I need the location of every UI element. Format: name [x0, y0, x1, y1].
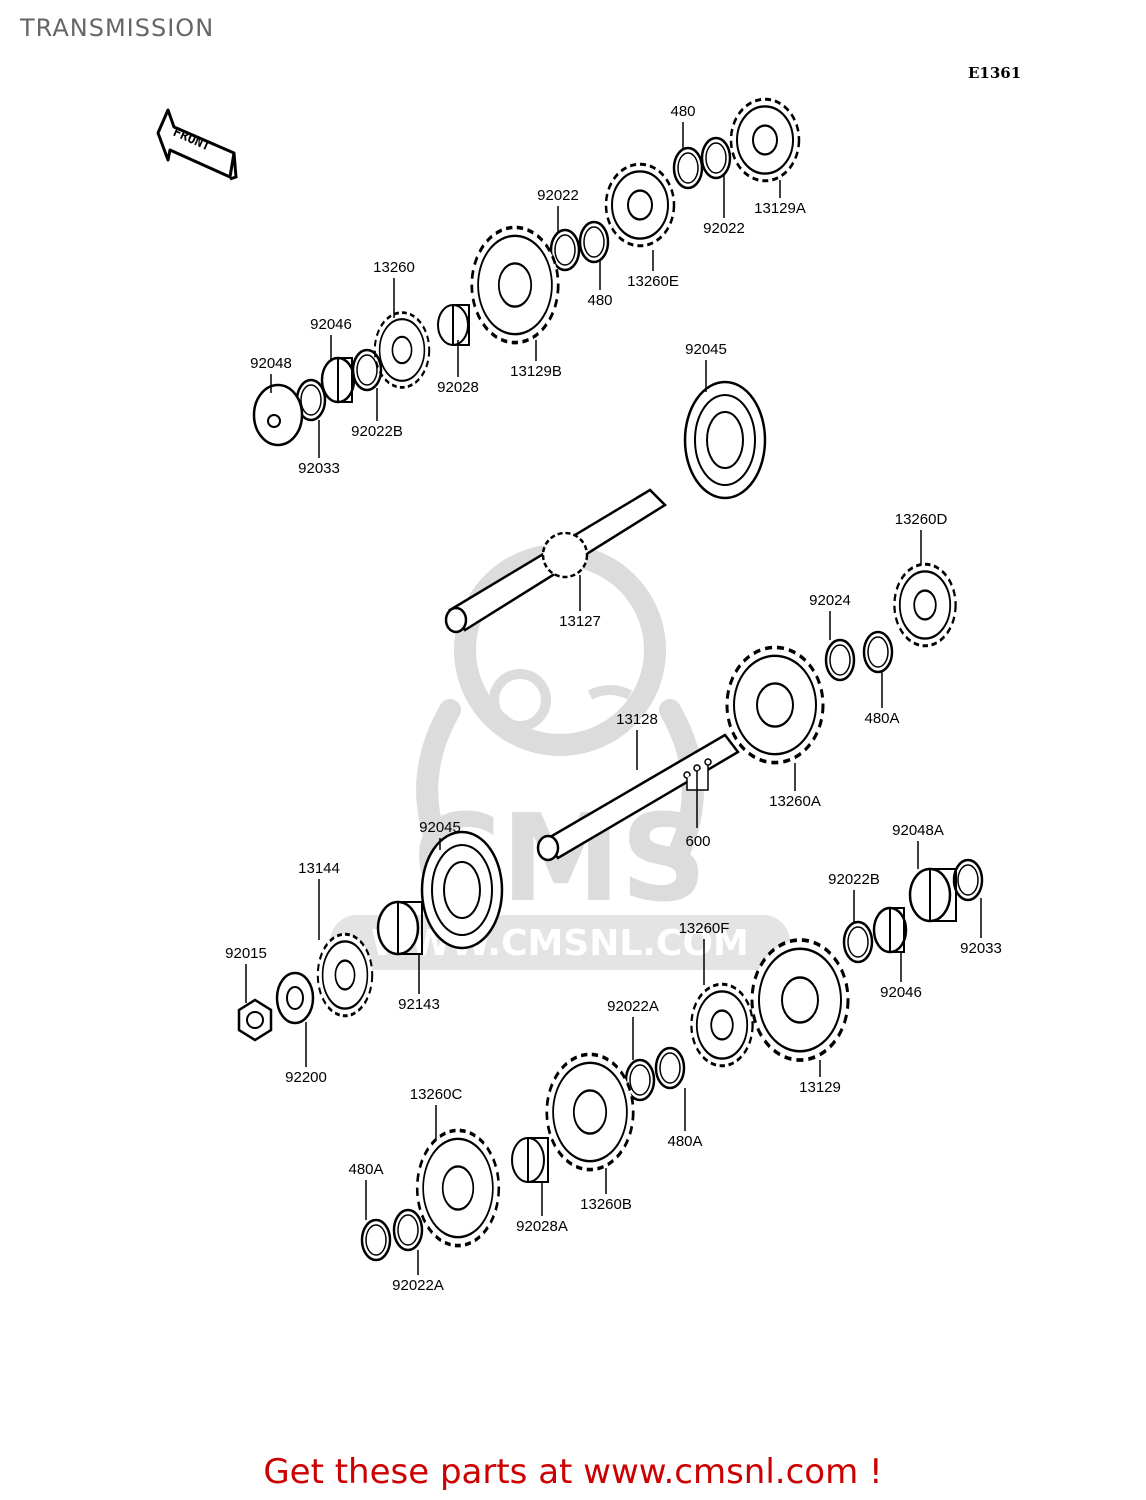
part-label-92045[interactable]: 92045 — [685, 341, 727, 358]
part-label-92028A[interactable]: 92028A — [516, 1218, 568, 1235]
part-label-92015[interactable]: 92015 — [225, 945, 267, 962]
bearing-92045-top — [683, 380, 767, 500]
part-label-13260C[interactable]: 13260C — [409, 1086, 463, 1103]
circlip-480-top — [672, 146, 704, 190]
gear-13129 — [750, 938, 850, 1062]
part-label-92022A[interactable]: 92022A — [392, 1277, 444, 1294]
bearing-92045-bottom — [420, 830, 504, 950]
part-label-92046[interactable]: 92046 — [880, 984, 922, 1001]
part-label-92024[interactable]: 92024 — [809, 592, 851, 609]
washer-92022-top-right — [700, 136, 732, 180]
gear-13260A — [725, 645, 825, 765]
bush-92028 — [437, 304, 470, 346]
part-label-13144[interactable]: 13144 — [298, 860, 340, 877]
part-label-92048A[interactable]: 92048A — [892, 822, 944, 839]
part-label-92022B[interactable]: 92022B — [828, 871, 880, 888]
part-label-92022[interactable]: 92022 — [537, 187, 579, 204]
part-label-480A[interactable]: 480A — [348, 1161, 384, 1178]
bush-92028A — [511, 1137, 549, 1183]
part-label-92022B[interactable]: 92022B — [351, 423, 403, 440]
gear-13260E — [604, 162, 676, 248]
nut-92015 — [237, 998, 273, 1042]
sprocket-13144 — [316, 932, 374, 1018]
gear-13260 — [373, 311, 431, 389]
circlip-480A-mid — [654, 1046, 686, 1090]
part-label-92028[interactable]: 92028 — [437, 379, 479, 396]
pin-600 — [683, 758, 712, 828]
part-label-13260B[interactable]: 13260B — [580, 1196, 632, 1213]
part-label-13260[interactable]: 13260 — [373, 259, 415, 276]
part-label-13128[interactable]: 13128 — [616, 711, 658, 728]
part-label-13260E[interactable]: 13260E — [627, 273, 679, 290]
part-label-480[interactable]: 480 — [670, 103, 696, 120]
front-arrow-icon: FRONT — [156, 108, 238, 181]
part-label-92033[interactable]: 92033 — [960, 940, 1002, 957]
part-label-13260A[interactable]: 13260A — [769, 793, 821, 810]
gear-13129B — [469, 225, 561, 345]
circlip-92033-bottom — [952, 858, 984, 902]
bearing-92046-top — [320, 356, 356, 404]
gear-13260D — [892, 562, 958, 648]
washer-92022B-bottom — [842, 920, 874, 964]
leader-lines — [245, 122, 982, 1275]
part-label-13129B[interactable]: 13129B — [510, 363, 562, 380]
gear-13129A — [729, 97, 801, 183]
circlip-480A-left — [360, 1218, 392, 1262]
cap-92048 — [252, 383, 304, 447]
part-label-600[interactable]: 600 — [685, 833, 711, 850]
shaft-13127 — [444, 488, 667, 634]
part-label-13260F[interactable]: 13260F — [678, 920, 730, 937]
part-label-480A[interactable]: 480A — [667, 1133, 703, 1150]
part-label-13129[interactable]: 13129 — [799, 1079, 841, 1096]
page-title: TRANSMISSION — [20, 14, 215, 42]
circlip-480A-right — [862, 630, 894, 674]
figure-code: E1361 — [968, 64, 1022, 82]
gear-13260B — [544, 1052, 636, 1172]
washer-92200 — [275, 971, 315, 1025]
part-label-92200[interactable]: 92200 — [285, 1069, 327, 1086]
washer-92022B-top — [351, 348, 383, 392]
part-label-13260D[interactable]: 13260D — [894, 511, 948, 528]
bearing-92046-bottom — [872, 906, 908, 954]
part-label-92022[interactable]: 92022 — [703, 220, 745, 237]
part-label-92045[interactable]: 92045 — [419, 819, 461, 836]
gear-13260F — [689, 982, 755, 1068]
gear-13260C — [415, 1128, 501, 1248]
part-label-92143[interactable]: 92143 — [398, 996, 440, 1013]
shaft-13128 — [536, 733, 740, 862]
washer-92024 — [824, 638, 856, 682]
collar-92143 — [376, 900, 423, 956]
part-label-13127[interactable]: 13127 — [559, 613, 601, 630]
part-label-480[interactable]: 480 — [587, 292, 613, 309]
part-label-92022A[interactable]: 92022A — [607, 998, 659, 1015]
collar-92048A — [908, 867, 957, 923]
footer-promo-link[interactable]: Get these parts at www.cmsnl.com ! — [263, 1452, 883, 1492]
circlip-480-mid — [578, 220, 610, 264]
part-label-480A[interactable]: 480A — [864, 710, 900, 727]
part-label-13129A[interactable]: 13129A — [754, 200, 806, 217]
part-label-92048[interactable]: 92048 — [250, 355, 292, 372]
washer-92022A-bottom — [392, 1208, 424, 1252]
part-label-92033[interactable]: 92033 — [298, 460, 340, 477]
part-label-92046[interactable]: 92046 — [310, 316, 352, 333]
